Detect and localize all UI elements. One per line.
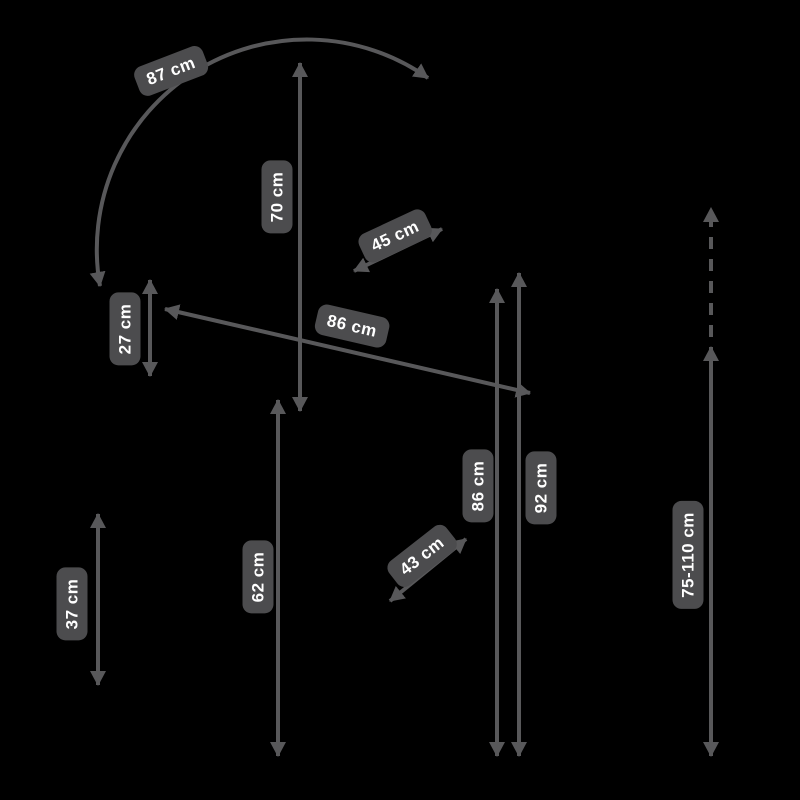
measurement-label-27cm: 27 cm	[109, 292, 141, 366]
measurement-label-92cm: 92 cm	[525, 451, 557, 525]
measurement-label-75-110cm: 75-110 cm	[672, 501, 704, 609]
arrow-86cm-diagonal	[164, 304, 531, 398]
measurement-label-70cm: 70 cm	[261, 160, 293, 234]
measurement-label-62cm: 62 cm	[242, 540, 274, 614]
measurement-label-86cm-vertical: 86 cm	[462, 449, 494, 523]
measurement-label-37cm: 37 cm	[56, 567, 88, 641]
